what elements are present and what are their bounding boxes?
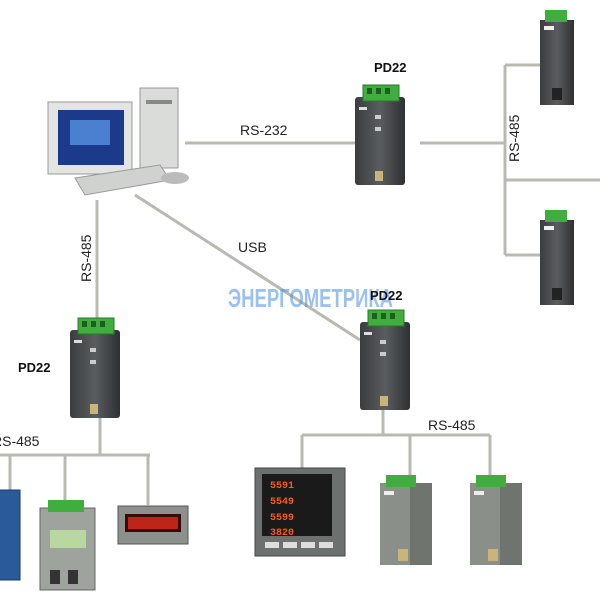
label-usb: USB	[238, 239, 267, 255]
label-rs232: RS-232	[240, 122, 288, 138]
label-rs485-bottom: RS-485	[428, 417, 476, 433]
pd22-converter-left	[69, 317, 121, 419]
pd22-converter-top	[354, 84, 406, 186]
transducer-top-right	[540, 10, 574, 105]
label-pd22-left: PD22	[18, 360, 51, 375]
meter-reading-n: 3820	[270, 528, 294, 539]
connection-lines	[0, 63, 600, 505]
transducer-bottom-right	[540, 210, 574, 305]
led-display-device	[117, 505, 189, 545]
label-rs485-left: RS-485	[78, 234, 94, 282]
power-meter: 5591 5549 5599 3820	[254, 467, 346, 557]
meter-reading-l2: 5549	[270, 497, 294, 508]
label-pd22-top: PD22	[374, 60, 407, 75]
meter-reading-l3: 5599	[270, 513, 294, 524]
label-rs485-top: RS-485	[506, 114, 522, 162]
din-module-left	[39, 500, 96, 591]
label-pd22-middle: PD22	[370, 288, 403, 303]
pd22-converter-middle	[359, 309, 411, 411]
module-bottom-2	[470, 475, 522, 565]
module-bottom-1	[380, 475, 432, 565]
blue-panel-device	[0, 489, 21, 581]
meter-reading-l1: 5591	[270, 481, 294, 492]
label-rs485-bottom-left: RS-485	[0, 433, 40, 449]
pc-icon	[47, 87, 189, 196]
watermark: ЭНЕРГОМЕТРИКА	[228, 283, 393, 313]
